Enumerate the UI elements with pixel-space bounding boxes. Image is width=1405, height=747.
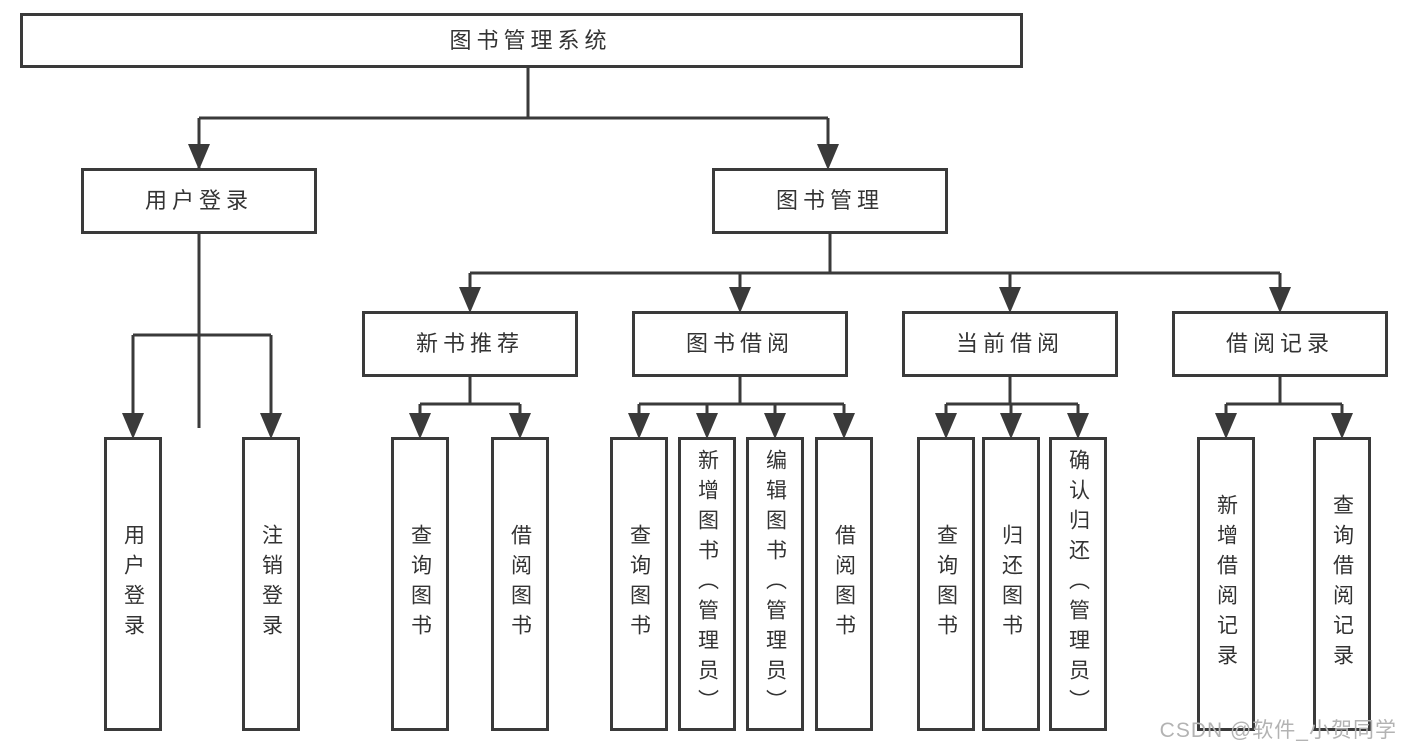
leaf-query-books-recommend: 查询图书 <box>391 437 449 731</box>
leaf-query-books-borrow: 查询图书 <box>610 437 668 731</box>
arrowhead-leaf-3 <box>409 413 431 439</box>
arrowhead-leaf-13 <box>1331 413 1353 439</box>
leaf-add-books-admin: 新增图书（管理员） <box>678 437 736 731</box>
node-new-book-recommend: 新书推荐 <box>362 311 578 377</box>
arrowhead-leaf-12 <box>1215 413 1237 439</box>
leaf-user-login: 用户登录 <box>104 437 162 731</box>
arrowhead-leaf-8 <box>833 413 855 439</box>
connector-root-split <box>197 68 830 428</box>
leaf-confirm-return-admin: 确认归还（管理员） <box>1049 437 1107 731</box>
connector-book-borrow-split <box>637 377 846 432</box>
arrowhead-leaf-1 <box>122 413 144 439</box>
arrowhead-leaf-6 <box>696 413 718 439</box>
arrowhead-current-borrow <box>999 287 1021 313</box>
connector-borrow-records-split <box>1224 377 1344 432</box>
node-book-management: 图书管理 <box>712 168 948 234</box>
arrowhead-new-book <box>459 287 481 313</box>
connector-book-management-split <box>468 234 1282 305</box>
arrowhead-leaf-11 <box>1067 413 1089 439</box>
node-user-login: 用户登录 <box>81 168 317 234</box>
arrowhead-book-borrow <box>729 287 751 313</box>
arrowhead-book-management <box>817 144 839 170</box>
connector-lines <box>131 68 1344 432</box>
node-current-borrow: 当前借阅 <box>902 311 1118 377</box>
leaf-borrow-books-recommend: 借阅图书 <box>491 437 549 731</box>
leaf-query-books-current: 查询图书 <box>917 437 975 731</box>
node-borrow-records: 借阅记录 <box>1172 311 1388 377</box>
arrowhead-user-login <box>188 144 210 170</box>
arrowhead-leaf-9 <box>935 413 957 439</box>
arrowhead-leaf-7 <box>764 413 786 439</box>
node-book-borrow: 图书借阅 <box>632 311 848 377</box>
leaf-edit-books-admin: 编辑图书（管理员） <box>746 437 804 731</box>
arrowhead-leaf-10 <box>1000 413 1022 439</box>
arrowhead-leaf-4 <box>509 413 531 439</box>
leaf-return-books: 归还图书 <box>982 437 1040 731</box>
arrowhead-leaf-5 <box>628 413 650 439</box>
arrowhead-borrow-records <box>1269 287 1291 313</box>
arrowhead-leaf-2 <box>260 413 282 439</box>
leaf-query-borrow-record: 查询借阅记录 <box>1313 437 1371 731</box>
watermark: CSDN @软件_小贺同学 <box>1159 719 1397 742</box>
node-root: 图书管理系统 <box>20 13 1023 68</box>
leaf-add-borrow-record: 新增借阅记录 <box>1197 437 1255 731</box>
leaf-borrow-books: 借阅图书 <box>815 437 873 731</box>
leaf-logout-login: 注销登录 <box>242 437 300 731</box>
connector-user-login-split <box>131 234 273 432</box>
arrowheads <box>122 144 1353 439</box>
connector-new-book-split <box>418 377 522 432</box>
